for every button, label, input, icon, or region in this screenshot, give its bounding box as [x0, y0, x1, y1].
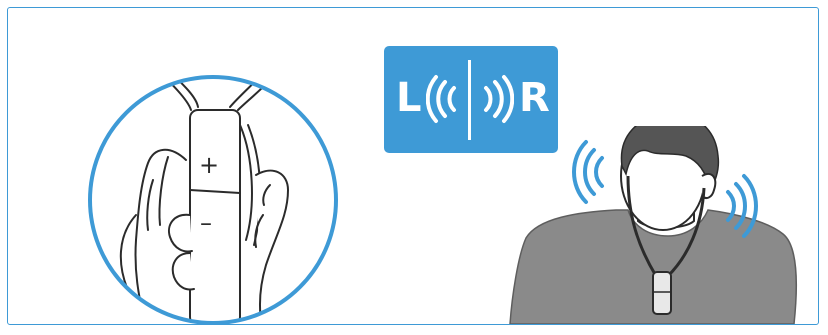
balance-divider: [468, 60, 472, 140]
left-channel-label: L: [396, 74, 422, 122]
sound-wave-left-icon: [426, 74, 460, 124]
sound-wave-right-icon: [480, 74, 514, 124]
volume-plus-symbol: +: [199, 151, 219, 179]
illustration-frame: + – L R: [7, 7, 819, 325]
person-wearing-neckloop-illustration: [498, 126, 808, 324]
hand-holding-device-illustration: + –: [78, 65, 348, 335]
volume-minus-symbol: –: [200, 209, 212, 237]
right-channel-label: R: [519, 74, 550, 122]
